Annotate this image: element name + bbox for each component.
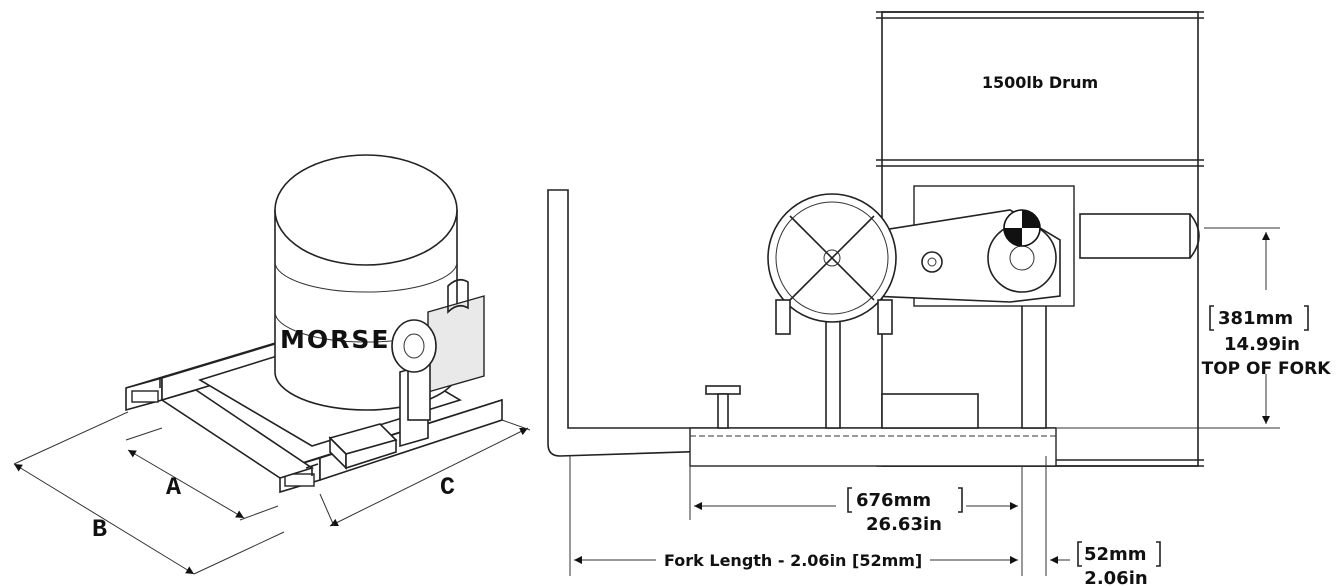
height-mm: 381mm bbox=[1218, 308, 1293, 329]
dim-label-a: A bbox=[166, 473, 181, 502]
tine-in: 2.06in bbox=[1084, 568, 1147, 586]
iso-dimensions bbox=[13, 411, 531, 575]
width-mm: 676mm bbox=[856, 490, 931, 511]
dim-line-c bbox=[329, 427, 529, 527]
dim-label-c: C bbox=[440, 473, 455, 502]
carriage bbox=[689, 299, 1057, 467]
height-in: 14.99in bbox=[1224, 334, 1300, 355]
drum-label: 1500lb Drum bbox=[982, 73, 1098, 92]
height-note: TOP OF FORK bbox=[1202, 359, 1332, 379]
side-view: 1500lb Drum bbox=[547, 11, 1332, 586]
fork-length-label: Fork Length - 2.06in [52mm] bbox=[664, 551, 922, 570]
tine-mm: 52mm bbox=[1084, 544, 1147, 565]
dim-line-a bbox=[127, 449, 245, 519]
width-in: 26.63in bbox=[866, 514, 942, 535]
tilt-mechanism-side bbox=[767, 185, 1200, 335]
dim-label-b: B bbox=[92, 515, 107, 544]
side-dimensions bbox=[569, 227, 1280, 576]
isometric-view: MORSE A B C bbox=[13, 154, 531, 575]
drum-brand-label: MORSE bbox=[280, 325, 390, 354]
dim-line-b bbox=[13, 463, 195, 575]
